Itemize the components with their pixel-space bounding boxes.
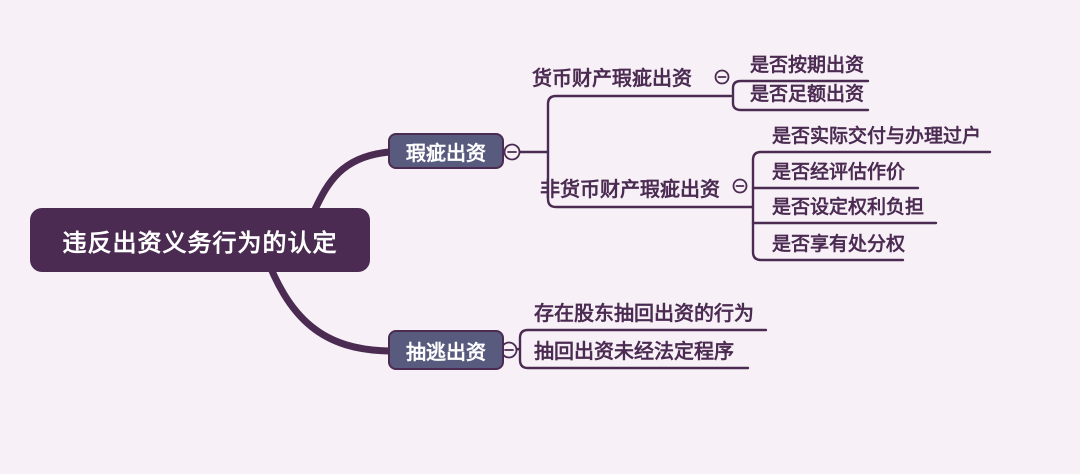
root-node[interactable]: 违反出资义务行为的认定 bbox=[30, 208, 370, 272]
leaf-node[interactable]: 是否足额出资 bbox=[750, 83, 865, 105]
connector-line bbox=[731, 79, 870, 112]
node-defective-contribution[interactable]: 瑕疵出资 bbox=[388, 133, 504, 169]
leaf-node[interactable]: 存在股东抽回出资的行为 bbox=[534, 301, 754, 325]
leaf-node[interactable]: 是否按期出资 bbox=[750, 54, 865, 76]
root-node-label: 违反出资义务行为的认定 bbox=[62, 228, 338, 257]
connector-line bbox=[546, 94, 755, 209]
collapse-toggle[interactable] bbox=[503, 143, 521, 161]
leaf-node[interactable]: 抽回出资未经法定程序 bbox=[534, 339, 734, 363]
leaf-node[interactable]: 是否享有处分权 bbox=[772, 233, 906, 255]
connector-line bbox=[751, 150, 992, 262]
collapse-toggle[interactable] bbox=[732, 178, 748, 194]
leaf-node[interactable]: 是否经评估作价 bbox=[772, 161, 906, 183]
connector-line bbox=[518, 328, 768, 370]
branch-node-label: 抽逃出资 bbox=[406, 339, 486, 364]
node-capital-withdrawal[interactable]: 抽逃出资 bbox=[388, 330, 504, 370]
node-non-monetary-defective-contribution[interactable]: 非货币财产瑕疵出资 bbox=[540, 177, 720, 201]
leaf-node[interactable]: 是否设定权利负担 bbox=[772, 196, 925, 218]
branch-node-label: 瑕疵出资 bbox=[406, 140, 486, 165]
node-monetary-defective-contribution[interactable]: 货币财产瑕疵出资 bbox=[532, 66, 692, 90]
collapse-toggle[interactable] bbox=[714, 69, 730, 85]
leaf-node[interactable]: 是否实际交付与办理过户 bbox=[772, 125, 982, 147]
